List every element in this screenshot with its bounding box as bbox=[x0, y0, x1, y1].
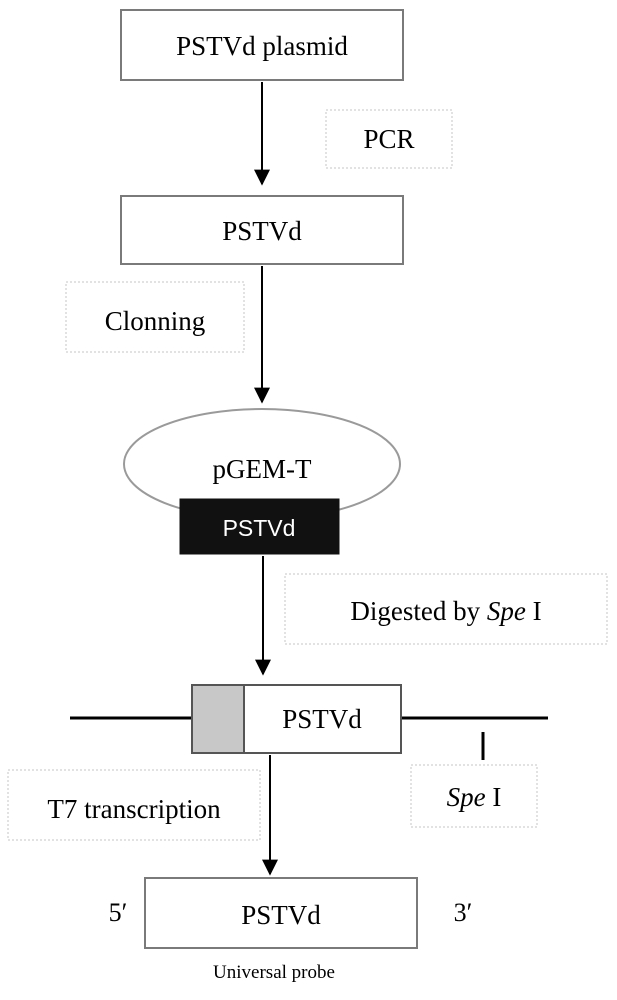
spe-site: Spe I bbox=[410, 764, 538, 828]
three-prime-label: 3′ bbox=[454, 898, 473, 927]
probe-label: PSTVd bbox=[241, 900, 321, 930]
insert-label: PSTVd bbox=[223, 515, 296, 541]
linear-insert-label: PSTVd bbox=[282, 704, 362, 734]
cloning-label: Clonning bbox=[105, 306, 206, 336]
plasmid-label: PSTVd plasmid bbox=[176, 31, 348, 61]
plasmid-node: PSTVd plasmid bbox=[120, 9, 404, 81]
linear-construct: PSTVd bbox=[70, 684, 548, 760]
cloning-step: Clonning bbox=[65, 281, 245, 353]
digest-enzyme: Spe bbox=[487, 596, 526, 626]
pcr-product-label: PSTVd bbox=[222, 216, 302, 246]
spe-site-label: Spe I bbox=[447, 782, 502, 812]
pcr-label: PCR bbox=[363, 124, 414, 154]
vector-node: pGEM-T bbox=[123, 408, 401, 520]
digest-label: Digested by Spe I bbox=[350, 596, 541, 626]
vector-label: pGEM-T bbox=[213, 454, 312, 484]
t7-label: T7 transcription bbox=[47, 794, 221, 824]
probe-node: 5′ PSTVd 3′ Universal probe bbox=[109, 877, 473, 983]
promoter-block bbox=[191, 684, 245, 754]
digest-suffix: I bbox=[526, 596, 542, 626]
spe-site-suffix: I bbox=[486, 782, 502, 812]
linear-insert-block bbox=[243, 684, 402, 754]
digest-prefix: Digested by bbox=[350, 596, 486, 626]
insert-node: PSTVd bbox=[179, 498, 340, 555]
five-prime-label: 5′ bbox=[109, 898, 128, 927]
digest-step: Digested by Spe I bbox=[284, 573, 608, 645]
pcr-product-node: PSTVd bbox=[120, 195, 404, 265]
probe-caption: Universal probe bbox=[213, 962, 335, 983]
spe-site-enzyme: Spe bbox=[447, 782, 486, 812]
pcr-step: PCR bbox=[325, 109, 453, 169]
t7-step: T7 transcription bbox=[7, 769, 261, 841]
